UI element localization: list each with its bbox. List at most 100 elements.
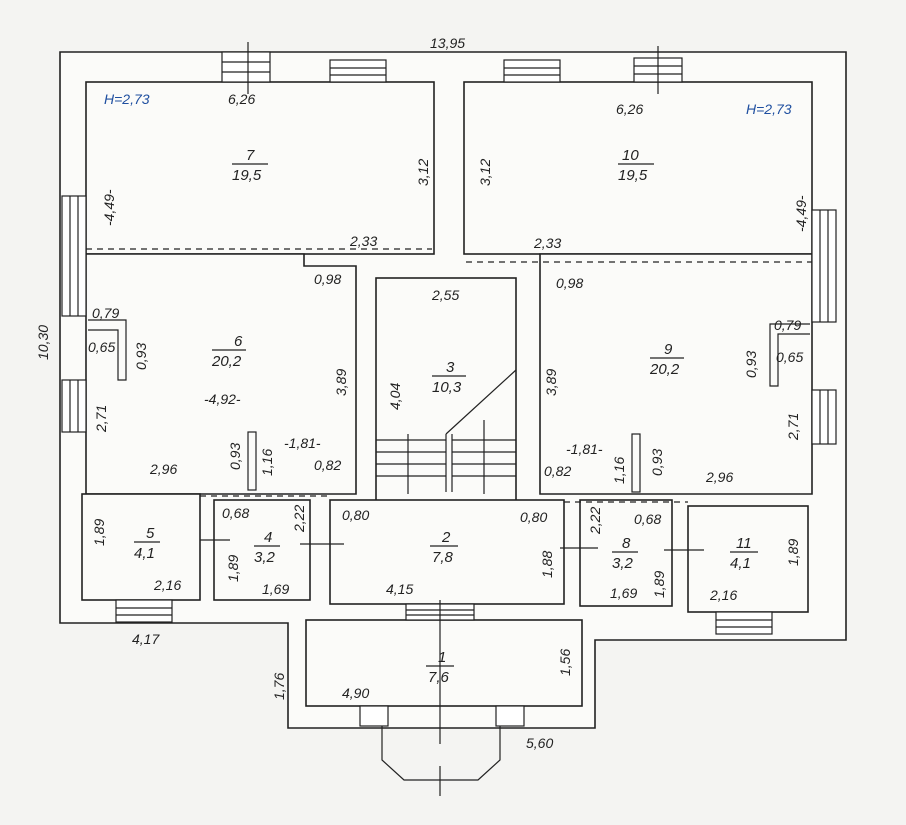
height-label: H=2,73 [104,91,150,107]
dim-label: 1,89 [651,571,667,598]
dim-label: 5,60 [526,735,553,751]
dim-label: -1,81- [566,441,603,457]
dim-label: 0,93 [133,343,149,370]
room-2-outline [329,499,565,605]
room-number: 9 [664,341,673,358]
room-number: 8 [622,535,631,552]
room-area: 20,2 [211,353,242,370]
dim-label: 2,16 [709,587,737,603]
room-1-outline [305,619,583,707]
dim-label: 1,89 [225,555,241,582]
window [221,51,271,83]
dim-label: 6,26 [228,91,255,107]
partition [631,433,641,493]
dim-label: 0,65 [88,339,115,355]
room-number: 3 [446,359,455,376]
window [359,705,389,727]
room-area: 3,2 [612,555,634,572]
room-number: 6 [234,333,243,350]
dim-label: 2,71 [93,405,109,433]
room-number: 5 [146,525,155,542]
dim-label: 3,12 [477,159,493,186]
room-5-outline [81,493,201,601]
dim-label: 4,04 [387,383,403,410]
dim-label: 2,96 [149,461,177,477]
dim-label: 4,17 [132,631,160,647]
dim-label: 0,79 [774,317,801,333]
room-number: 10 [622,147,639,164]
window [61,379,87,433]
dim-label: 0,93 [227,443,243,470]
dim-label: 2,33 [349,233,377,249]
dim-label: 0,68 [634,511,661,527]
dim-label: 0,80 [520,509,547,525]
window [115,599,173,623]
room-area: 4,1 [134,545,155,562]
partition [247,431,257,491]
room-area: 7,8 [432,549,454,566]
dim-label: 4,15 [386,581,413,597]
dim-label: 2,22 [291,505,307,533]
dim-label: 1,56 [557,649,573,676]
window [811,389,837,445]
room-area: 7,6 [428,669,450,686]
partition [769,323,810,387]
overall-width: 13,95 [430,35,465,51]
window [811,209,837,323]
dim-label: 3,89 [543,369,559,396]
dim-label: 1,88 [539,551,555,578]
dim-label: 2,55 [431,287,459,303]
dim-label: 0,68 [222,505,249,521]
room-area: 19,5 [618,167,648,184]
window [61,195,87,317]
dim-label: -4,49- [793,195,809,232]
room-number: 7 [246,147,255,164]
overall-height: 10,30 [35,325,51,360]
room-number: 11 [736,535,752,552]
dim-label: 1,89 [91,519,107,546]
dim-label: 1,16 [611,457,627,484]
partition [88,319,127,381]
dim-label: 1,89 [785,539,801,566]
dim-label: 3,89 [333,369,349,396]
window [715,611,773,635]
dim-label: 0,98 [556,275,583,291]
dim-label: 2,16 [153,577,181,593]
dim-label: 1,69 [262,581,289,597]
window [495,705,525,727]
room-area: 3,2 [254,549,276,566]
porch [381,726,501,781]
dim-label: 0,98 [314,271,341,287]
room-8-outline [579,499,673,607]
dim-label: -4,49- [101,189,117,226]
dim-label: 0,82 [314,457,341,473]
height-label: H=2,73 [746,101,792,117]
room-number: 4 [264,529,272,546]
dim-label: 1,76 [271,673,287,700]
dim-label: 6,26 [616,101,643,117]
window [503,59,561,83]
dim-label: -4,92- [204,391,241,407]
room-7-outline [85,81,435,255]
dim-label: 1,16 [259,449,275,476]
room-area: 20,2 [649,361,680,378]
dim-label: 0,82 [544,463,571,479]
dim-label: 2,33 [533,235,561,251]
room-11-outline [687,505,809,613]
room-number: 1 [438,649,446,666]
dim-label: 0,93 [743,351,759,378]
room-number: 2 [441,529,451,546]
dim-label: 0,80 [342,507,369,523]
room-9-outline [539,253,813,495]
dim-label: 0,93 [649,449,665,476]
dim-label: 0,65 [776,349,803,365]
dim-label: 3,12 [415,159,431,186]
room-4-outline [213,499,311,601]
dim-label: 0,79 [92,305,119,321]
dim-label: 1,69 [610,585,637,601]
room-area: 10,3 [432,379,462,396]
dim-label: 4,90 [342,685,369,701]
room-area: 4,1 [730,555,751,572]
